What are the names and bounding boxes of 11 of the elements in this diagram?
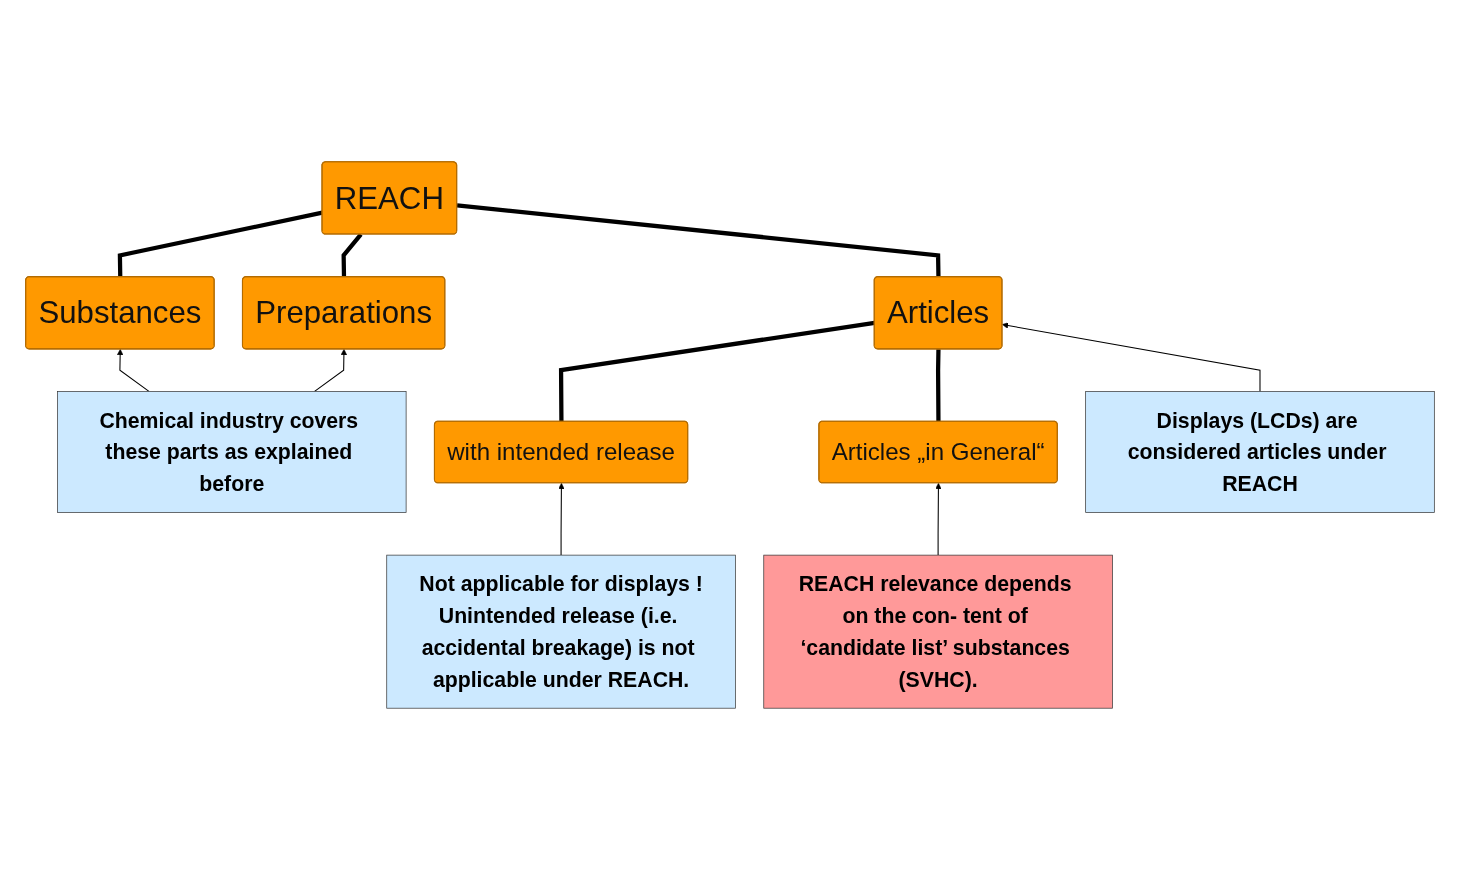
arrow <box>116 348 149 392</box>
connector <box>935 348 941 422</box>
connector <box>456 202 941 277</box>
arrow <box>934 482 942 556</box>
node-box: Chemical industry covers these parts as explained before <box>56 390 406 513</box>
node-box: Displays (LCDs) are considered articles under REACH <box>1084 390 1435 513</box>
arrow <box>1001 321 1260 392</box>
node-box: REACH relevance depends on the con- tent of ‘candidate list’ substances (SVHC). <box>762 554 1113 709</box>
connector <box>341 232 363 277</box>
node-box: Not applicable for displays ! Unintended release (i.e. accidental breakage) is not applicable under REACH. <box>385 554 736 709</box>
arrow <box>557 482 564 556</box>
